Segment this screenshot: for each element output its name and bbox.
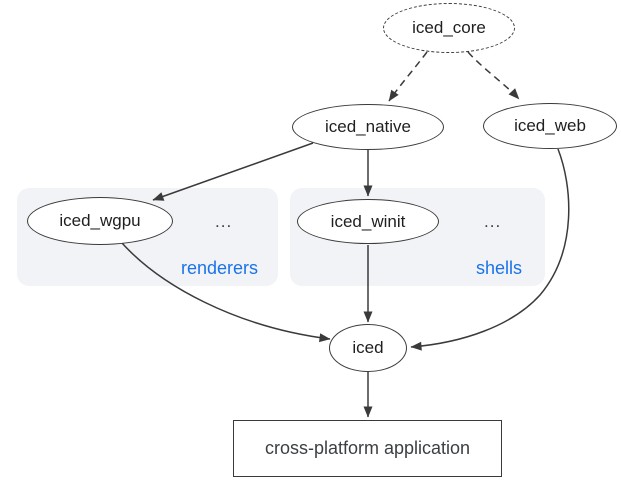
node-cross-platform-application-label: cross-platform application	[264, 438, 471, 458]
node-iced-core-label: iced_core	[412, 18, 486, 37]
node-iced-wgpu: iced_wgpu	[27, 197, 173, 245]
node-iced-winit: iced_winit	[297, 199, 439, 244]
renderers-ellipsis: ...	[215, 212, 233, 231]
group-label-shells: shells	[475, 258, 522, 278]
shells-ellipsis: ...	[484, 212, 502, 231]
node-iced-native-label: iced_native	[324, 117, 411, 136]
node-iced-wgpu-label: iced_wgpu	[59, 211, 141, 230]
node-iced-native: iced_native	[292, 104, 444, 150]
edge-iced-core-to-iced-web	[467, 51, 520, 100]
group-label-renderers: renderers	[180, 258, 258, 278]
node-iced-web-label: iced_web	[514, 116, 586, 135]
node-iced-winit-label: iced_winit	[330, 211, 406, 231]
edge-iced-core-to-iced-native	[388, 51, 428, 102]
node-cross-platform-application: cross-platform application	[233, 420, 502, 477]
node-iced-core: iced_core	[383, 3, 515, 53]
node-iced-web: iced_web	[483, 103, 617, 149]
node-iced-label: iced	[352, 338, 384, 357]
node-iced: iced	[329, 324, 407, 372]
